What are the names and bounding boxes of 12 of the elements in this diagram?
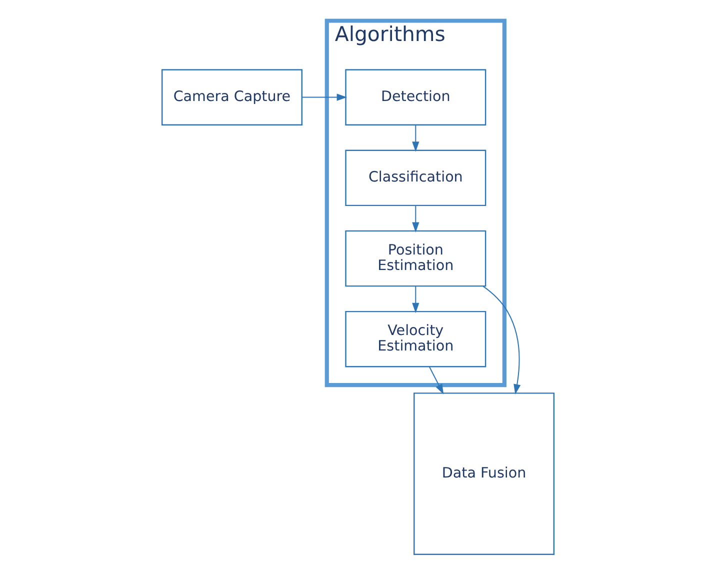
node-box: Data Fusion	[414, 392, 555, 556]
arrow	[429, 366, 444, 394]
arrow	[482, 286, 521, 394]
node-box: Camera Capture	[161, 69, 302, 126]
arrow	[412, 124, 420, 152]
node-box: Position Estimation	[345, 230, 486, 287]
arrow	[412, 286, 420, 314]
arrow	[302, 94, 348, 101]
node-box: Velocity Estimation	[345, 310, 486, 368]
arrow	[412, 206, 420, 232]
node-box: Detection	[345, 69, 486, 126]
node-box: Classification	[345, 150, 486, 206]
